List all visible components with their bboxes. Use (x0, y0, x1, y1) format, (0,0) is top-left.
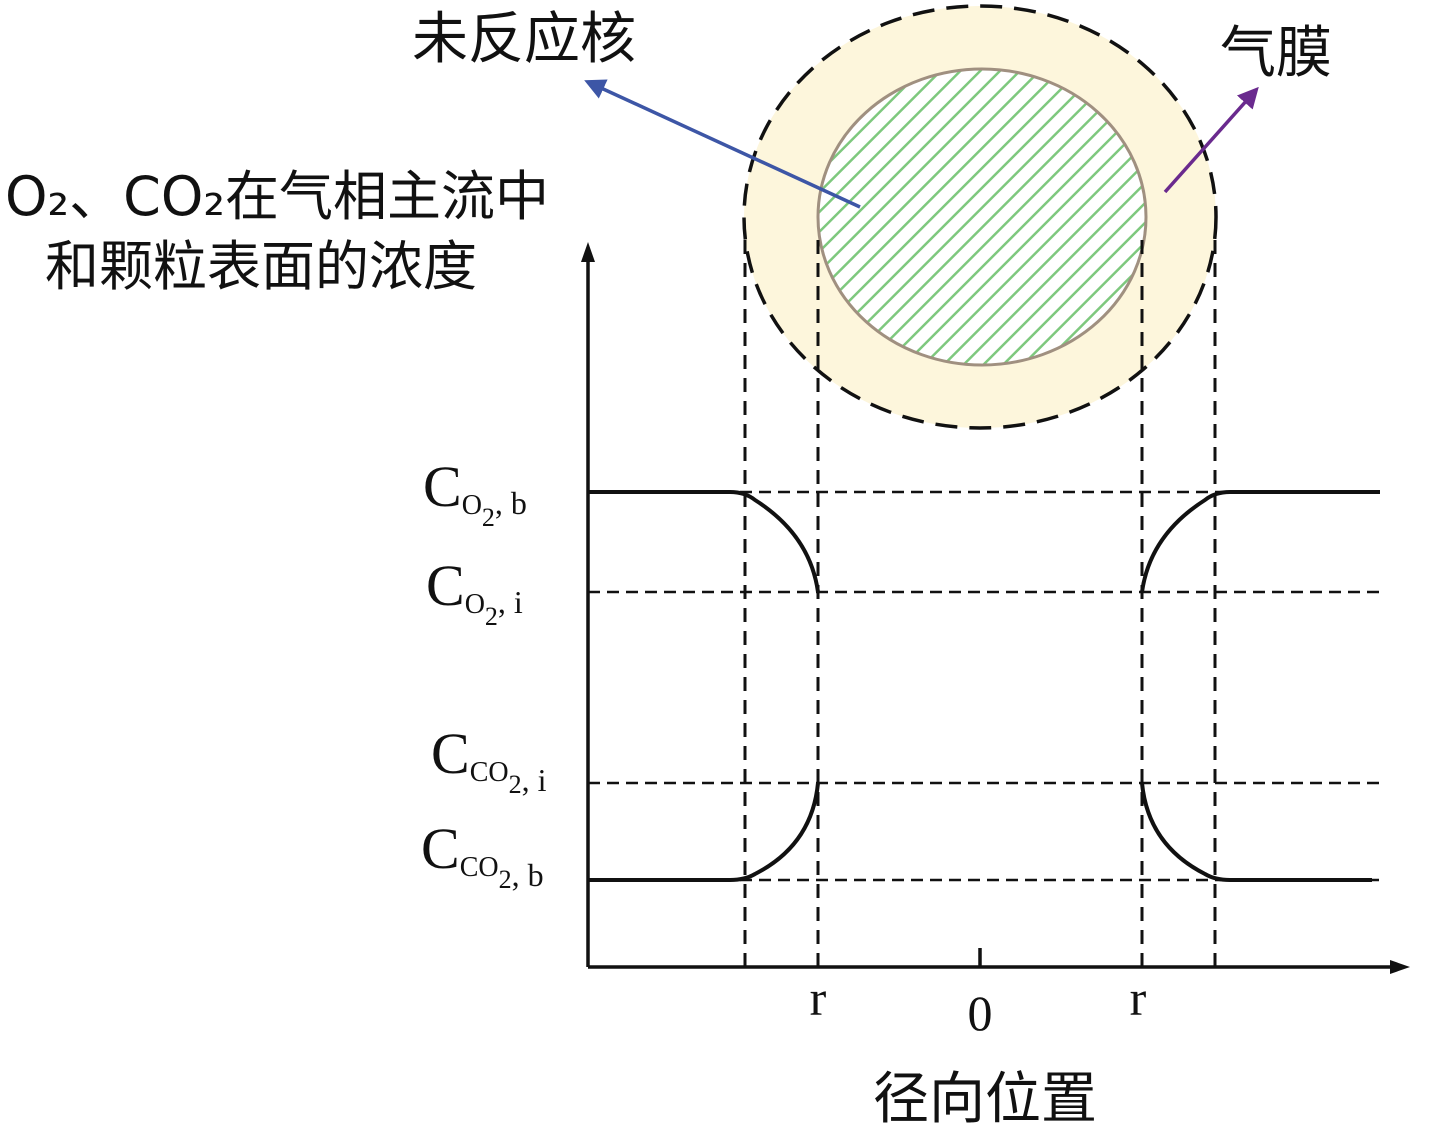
tick-label-r-right: r (1130, 970, 1147, 1026)
label-c-co2-b: CCO2, b (421, 816, 544, 894)
y-axis-title-line1: O₂、CO₂在气相主流中 (5, 165, 549, 228)
unreacted-core (816, 67, 1148, 367)
tick-label-r-left: r (810, 970, 827, 1026)
y-axis-title-line2: 和颗粒表面的浓度 (45, 235, 477, 298)
x-axis-title: 径向位置 (873, 1067, 1097, 1132)
label-c-o2-i: CO2, i (426, 553, 523, 631)
particle (742, 4, 1218, 430)
label-c-o2-b: CO2, b (423, 454, 527, 532)
co2-profile-left (588, 782, 820, 882)
axes (581, 242, 1410, 974)
label-c-co2-i: CCO2, i (431, 721, 547, 799)
core-label: 未反应核 (412, 7, 636, 72)
o2-profile-left (588, 490, 820, 593)
guide-lines (743, 240, 1217, 967)
film-pointer-arrow (1163, 86, 1259, 194)
concentration-profiles (588, 490, 1380, 882)
o2-profile-right (1140, 490, 1380, 593)
core-pointer-arrow (584, 79, 861, 209)
tick-label-zero: 0 (968, 985, 993, 1041)
co2-profile-right (1140, 782, 1372, 882)
film-label: 气膜 (1220, 21, 1332, 86)
reference-lines (588, 490, 1380, 882)
